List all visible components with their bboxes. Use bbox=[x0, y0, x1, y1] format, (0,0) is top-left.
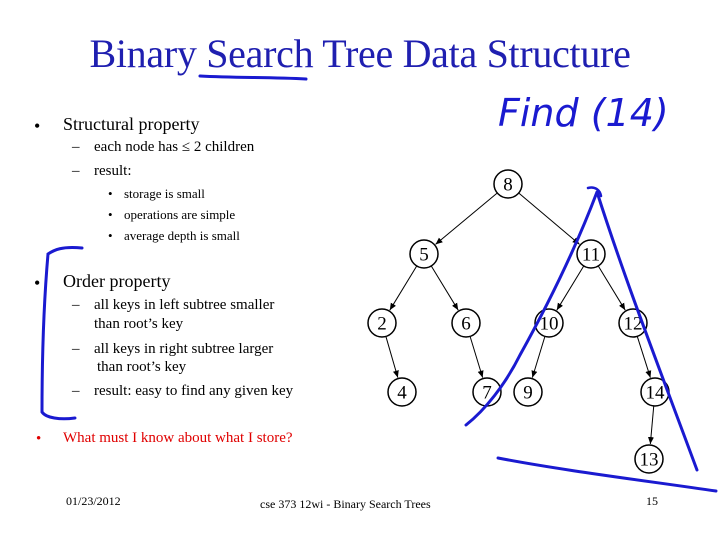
bullet-marker: • bbox=[108, 186, 113, 201]
tree-node-2: 2 bbox=[367, 308, 397, 338]
footer-date: 01/23/2012 bbox=[66, 494, 121, 508]
tree-node-key: 9 bbox=[523, 383, 533, 404]
tree-node-circle bbox=[387, 377, 417, 407]
tree-edge-5-2 bbox=[389, 265, 418, 311]
order-result: result: easy to find any given key bbox=[94, 383, 294, 399]
tree-edge-12-14 bbox=[636, 336, 652, 378]
children-rule: each node has ≤ 2 children bbox=[94, 139, 255, 155]
tree-node-12: 12 bbox=[618, 308, 648, 338]
bullet-marker: • bbox=[108, 207, 113, 222]
tree-node-key: 14 bbox=[646, 383, 666, 404]
tree-edge-2-4 bbox=[385, 336, 399, 378]
tree-edge-10-9 bbox=[531, 336, 546, 378]
tree-node-key: 13 bbox=[640, 450, 659, 471]
bullet-marker: • bbox=[36, 431, 42, 447]
tree-node-key: 4 bbox=[397, 383, 407, 404]
tree-node-key: 6 bbox=[461, 314, 471, 335]
question-text: What must I know about what I store? bbox=[63, 430, 293, 446]
bullet-marker: • bbox=[108, 228, 113, 243]
tree-node-11: 11 bbox=[576, 239, 606, 269]
tree-node-6: 6 bbox=[451, 308, 481, 338]
tree-node-circle bbox=[409, 239, 439, 269]
tree-node-5: 5 bbox=[409, 239, 439, 269]
tree-edge-11-12 bbox=[597, 265, 626, 311]
structural-heading: Structural property bbox=[63, 114, 200, 134]
dash-marker: – bbox=[72, 163, 80, 179]
footer-page-number: 15 bbox=[646, 494, 658, 508]
bullet-marker: • bbox=[34, 116, 41, 136]
right-rule-line-1: all keys in right subtree larger bbox=[94, 341, 274, 357]
title-word-1: Binary Search Tree Data Structure bbox=[89, 31, 631, 76]
tree-edges bbox=[385, 192, 655, 445]
tree-node-13: 13 bbox=[634, 444, 664, 474]
tree-edge-5-6 bbox=[430, 265, 459, 311]
tree-node-8: 8 bbox=[493, 169, 523, 199]
tree-edge-14-13 bbox=[647, 405, 655, 445]
left-rule-line-1: all keys in left subtree smaller bbox=[94, 297, 275, 313]
tree-node-circle bbox=[367, 308, 397, 338]
tree-node-key: 11 bbox=[582, 245, 600, 266]
dash-marker: – bbox=[72, 139, 80, 155]
tree-edge-11-10 bbox=[556, 265, 585, 311]
tree-node-key: 8 bbox=[503, 175, 513, 196]
tree-node-key: 5 bbox=[419, 245, 429, 266]
tree-node-key: 7 bbox=[482, 383, 492, 404]
tree-nodes: 8 5 11 2 6 10 12 4 7 9 14 13 bbox=[367, 169, 670, 474]
result-item: average depth is small bbox=[124, 228, 240, 243]
right-rule-line-2: than root’s key bbox=[97, 359, 187, 375]
left-rule-line-2: than root’s key bbox=[94, 316, 184, 332]
tree-node-4: 4 bbox=[387, 377, 417, 407]
result-label: result: bbox=[94, 163, 132, 179]
tree-edge-6-7 bbox=[469, 336, 484, 378]
tree-node-key: 2 bbox=[377, 314, 387, 335]
tree-node-9: 9 bbox=[513, 377, 543, 407]
result-item: storage is small bbox=[124, 186, 205, 201]
tree-edge-8-5 bbox=[435, 192, 498, 245]
result-item: operations are simple bbox=[124, 207, 236, 222]
tree-node-10: 10 bbox=[534, 308, 564, 338]
tree-node-key: 12 bbox=[624, 314, 643, 335]
tree-node-key: 10 bbox=[540, 314, 559, 335]
bullet-marker: • bbox=[34, 273, 41, 293]
footer-course: cse 373 12wi - Binary Search Trees bbox=[260, 497, 431, 511]
tree-edge-8-11 bbox=[518, 192, 580, 245]
bullet-list: • Structural property – each node has ≤ … bbox=[34, 114, 294, 447]
slide-title: Binary Search Tree Data Structure bbox=[0, 30, 720, 78]
tree-node-7: 7 bbox=[472, 377, 502, 407]
tree-node-14: 14 bbox=[640, 377, 670, 407]
order-heading: Order property bbox=[63, 271, 171, 291]
